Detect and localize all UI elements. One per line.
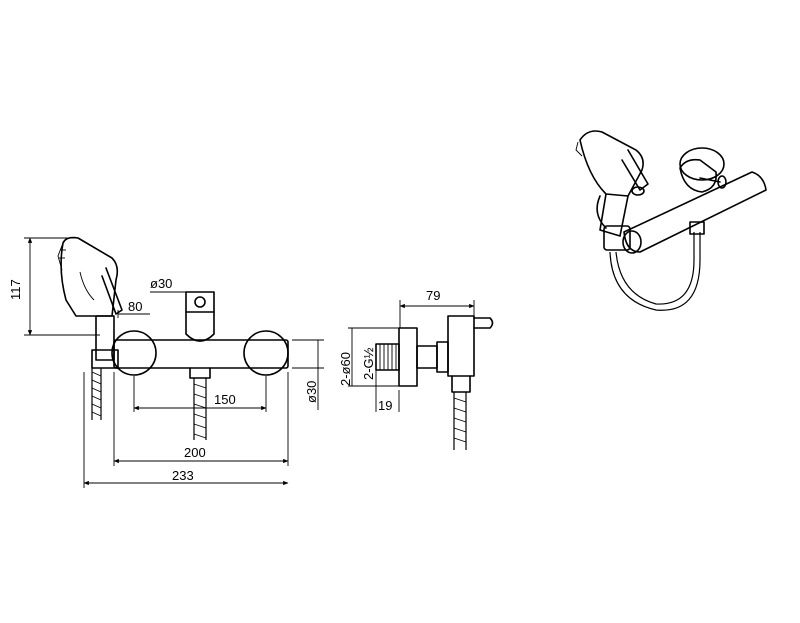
dim-thread: 2-G½ (361, 347, 376, 380)
dim-19: 19 (378, 398, 392, 413)
dim-diameter-30-side: ø30 (304, 381, 319, 403)
dim-150: 150 (214, 392, 236, 407)
dim-diameter-30-top: ø30 (150, 276, 172, 291)
dim-rosette-diameter: 2-ø60 (338, 352, 353, 386)
hose-left (91, 368, 102, 420)
dim-117: 117 (8, 279, 23, 300)
perspective-view (575, 130, 767, 311)
dim-233: 233 (172, 468, 194, 483)
dim-79: 79 (426, 288, 440, 303)
side-view: 79 2-ø60 2-G½ 19 (338, 288, 494, 450)
dim-80: 80 (128, 299, 142, 314)
front-dimension-lines (24, 237, 324, 488)
front-view: 117 ø30 80 150 200 233 ø30 (8, 236, 324, 488)
dim-200: 200 (184, 445, 206, 460)
